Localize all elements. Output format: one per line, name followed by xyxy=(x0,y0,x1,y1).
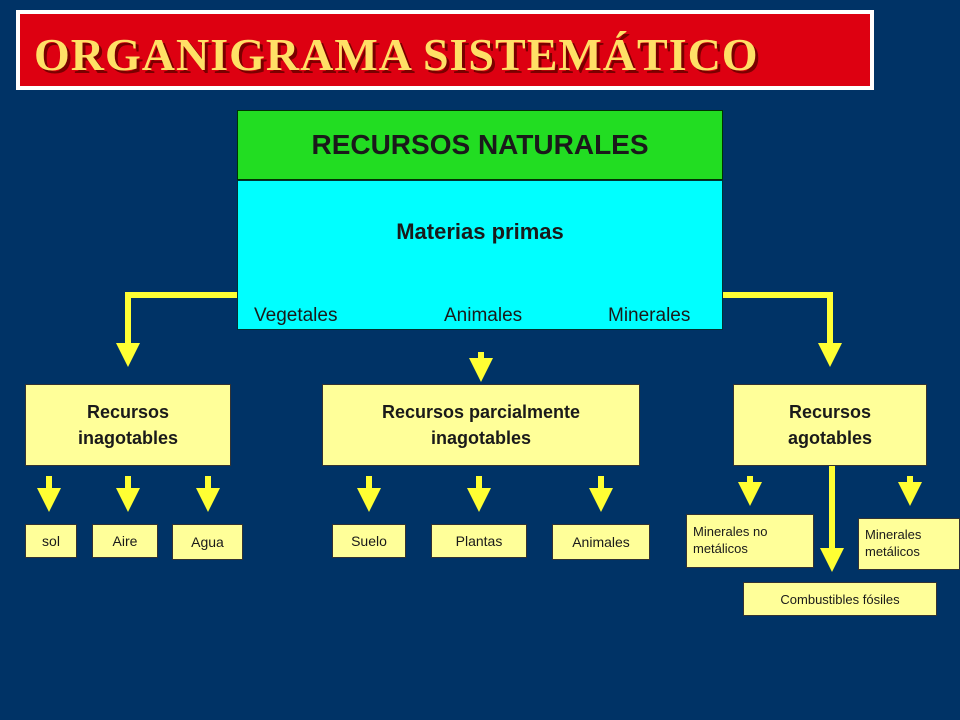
leaf-aire: Aire xyxy=(92,524,158,558)
leaf-suelo: Suelo xyxy=(332,524,406,558)
category-label-line1: Recursos parcialmente xyxy=(381,401,581,422)
arrow-root-to-agotables xyxy=(723,292,842,367)
root-item-minerales: Minerales xyxy=(608,305,691,326)
leaf-sol: sol xyxy=(25,524,77,558)
category-label-line2: inagotables xyxy=(430,428,532,448)
title-banner: ORGANIGRAMA SISTEMÁTICO xyxy=(16,10,874,90)
leaf-animales: Animales xyxy=(552,524,650,560)
category-inagotables: Recursos inagotables xyxy=(25,384,231,466)
leaf-combustibles-fosiles: Combustibles fósiles xyxy=(743,582,937,616)
category-label-line2: agotables xyxy=(787,428,873,448)
leaf-minerales-no-metalicos: Minerales no metálicos xyxy=(686,514,814,568)
root-node-body: Materias primas Vegetales Animales Miner… xyxy=(237,180,723,330)
category-agotables: Recursos agotables xyxy=(733,384,927,466)
leaf-agua: Agua xyxy=(172,524,243,560)
category-label-line1: Recursos xyxy=(788,401,872,422)
leaf-minerales-metalicos: Minerales metálicos xyxy=(858,518,960,570)
arrow-root-to-inagotables xyxy=(116,292,237,367)
root-node-title: RECURSOS NATURALES xyxy=(237,110,723,180)
leaf-plantas: Plantas xyxy=(431,524,527,558)
category-label-line1: Recursos xyxy=(86,401,170,422)
category-parcialmente-inagotables: Recursos parcialmente inagotables xyxy=(322,384,640,466)
category-label-line2: inagotables xyxy=(77,428,179,448)
root-item-animales: Animales xyxy=(444,305,523,326)
page-title: ORGANIGRAMA SISTEMÁTICO xyxy=(34,29,759,80)
root-item-vegetales: Vegetales xyxy=(254,305,338,326)
root-subtitle: Materias primas xyxy=(396,219,564,244)
